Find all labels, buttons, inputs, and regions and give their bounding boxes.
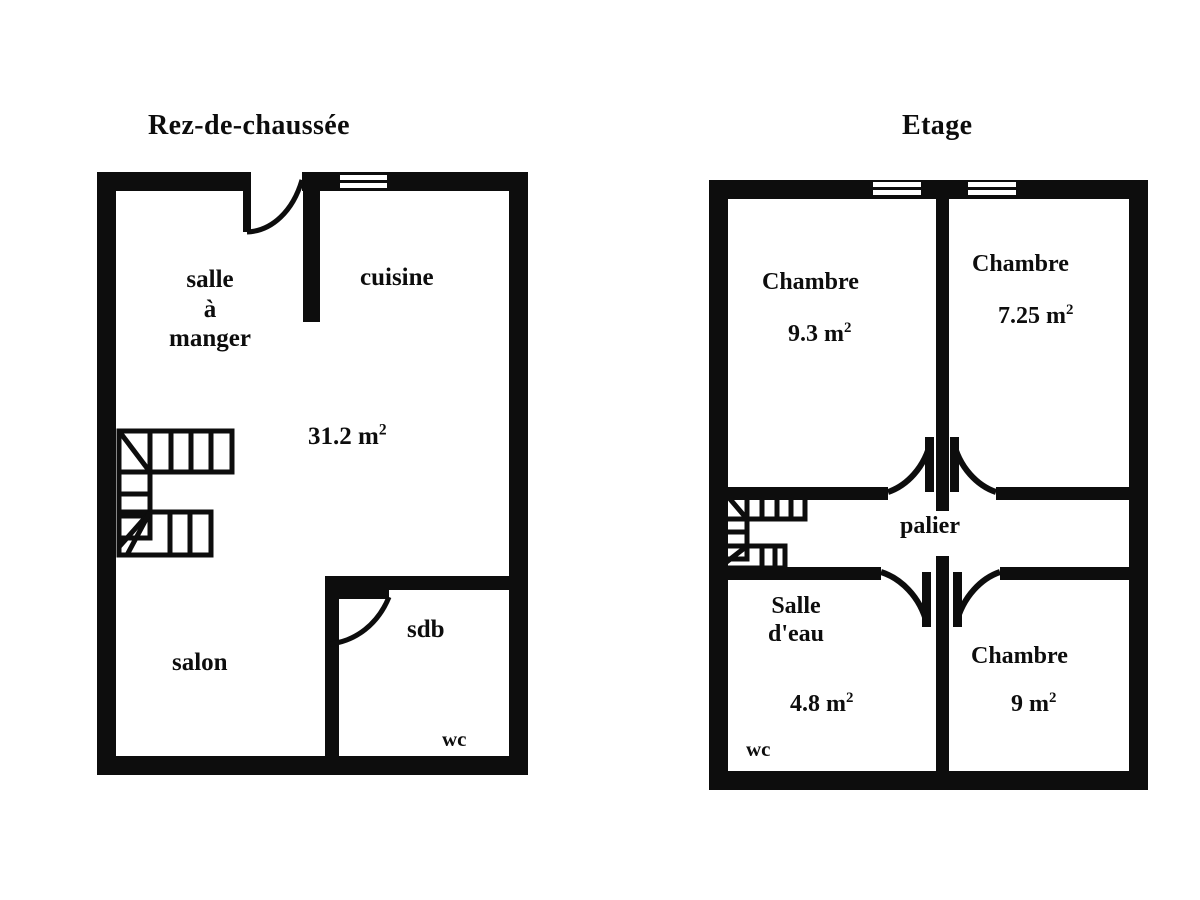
bedroom1-area-number: 9.3	[788, 321, 818, 347]
room-label-salle-a-manger: salle à manger	[160, 265, 260, 354]
ground-floor-staircase	[116, 428, 235, 558]
upper-floor-title: Etage	[902, 110, 973, 141]
salledeau-area-unit: m	[826, 691, 846, 717]
bedroom1-area-unit: m	[824, 321, 844, 347]
salle-deau-line2: d'eau	[767, 621, 824, 648]
sdb-door-swing-arc	[329, 596, 392, 647]
palier-door-leaves	[922, 437, 962, 627]
salle-deau-line1: Salle	[771, 593, 821, 619]
bedroom2-area-unit: m	[1046, 303, 1066, 329]
ground-area-number: 31.2	[308, 423, 352, 450]
sdb-door-leaf	[325, 590, 389, 599]
room-label-bedroom-1: Chambre	[762, 269, 859, 295]
upper-floor-walls	[709, 180, 1148, 790]
ground-area-unit: m	[358, 423, 379, 450]
bedroom2-area-exponent: 2	[1066, 302, 1074, 318]
room-label-salle-deau: Salle d'eau	[750, 592, 842, 649]
bedroom2-area-number: 7.25	[998, 303, 1040, 329]
room-label-bedroom-3: Chambre	[971, 643, 1068, 669]
bedroom3-area-number: 9	[1011, 691, 1023, 717]
area-label-bedroom-2: 7.25 m2	[998, 302, 1073, 330]
bedroom1-area-exponent: 2	[844, 320, 852, 336]
room-label-salon: salon	[172, 649, 228, 676]
area-label-salle-deau: 4.8 m2	[790, 690, 853, 718]
room-label-wc-ground: wc	[442, 727, 467, 751]
salledeau-area-number: 4.8	[790, 691, 820, 717]
salledeau-area-exponent: 2	[846, 690, 854, 706]
room-label-cuisine: cuisine	[360, 264, 434, 291]
area-label-bedroom-3: 9 m2	[1011, 690, 1056, 718]
room-label-palier: palier	[900, 513, 960, 539]
ground-floor-area-label: 31.2 m2	[308, 422, 387, 452]
salle-line: salle	[186, 266, 234, 293]
upper-floor-staircase	[721, 489, 808, 571]
a-line: à	[203, 295, 217, 323]
ground-area-exponent: 2	[378, 421, 387, 439]
room-label-bedroom-2: Chambre	[972, 251, 1069, 277]
ground-floor-title: Rez-de-chaussée	[148, 110, 350, 141]
room-label-wc-upper: wc	[746, 737, 771, 761]
area-label-bedroom-1: 9.3 m2	[788, 320, 851, 348]
entry-door-swing-arc	[246, 179, 305, 235]
manger-line: manger	[169, 325, 251, 352]
room-label-sdb: sdb	[407, 616, 445, 643]
bedroom3-area-unit: m	[1029, 691, 1049, 717]
ground-floor-walls	[97, 172, 528, 775]
bedroom3-area-exponent: 2	[1049, 690, 1057, 706]
